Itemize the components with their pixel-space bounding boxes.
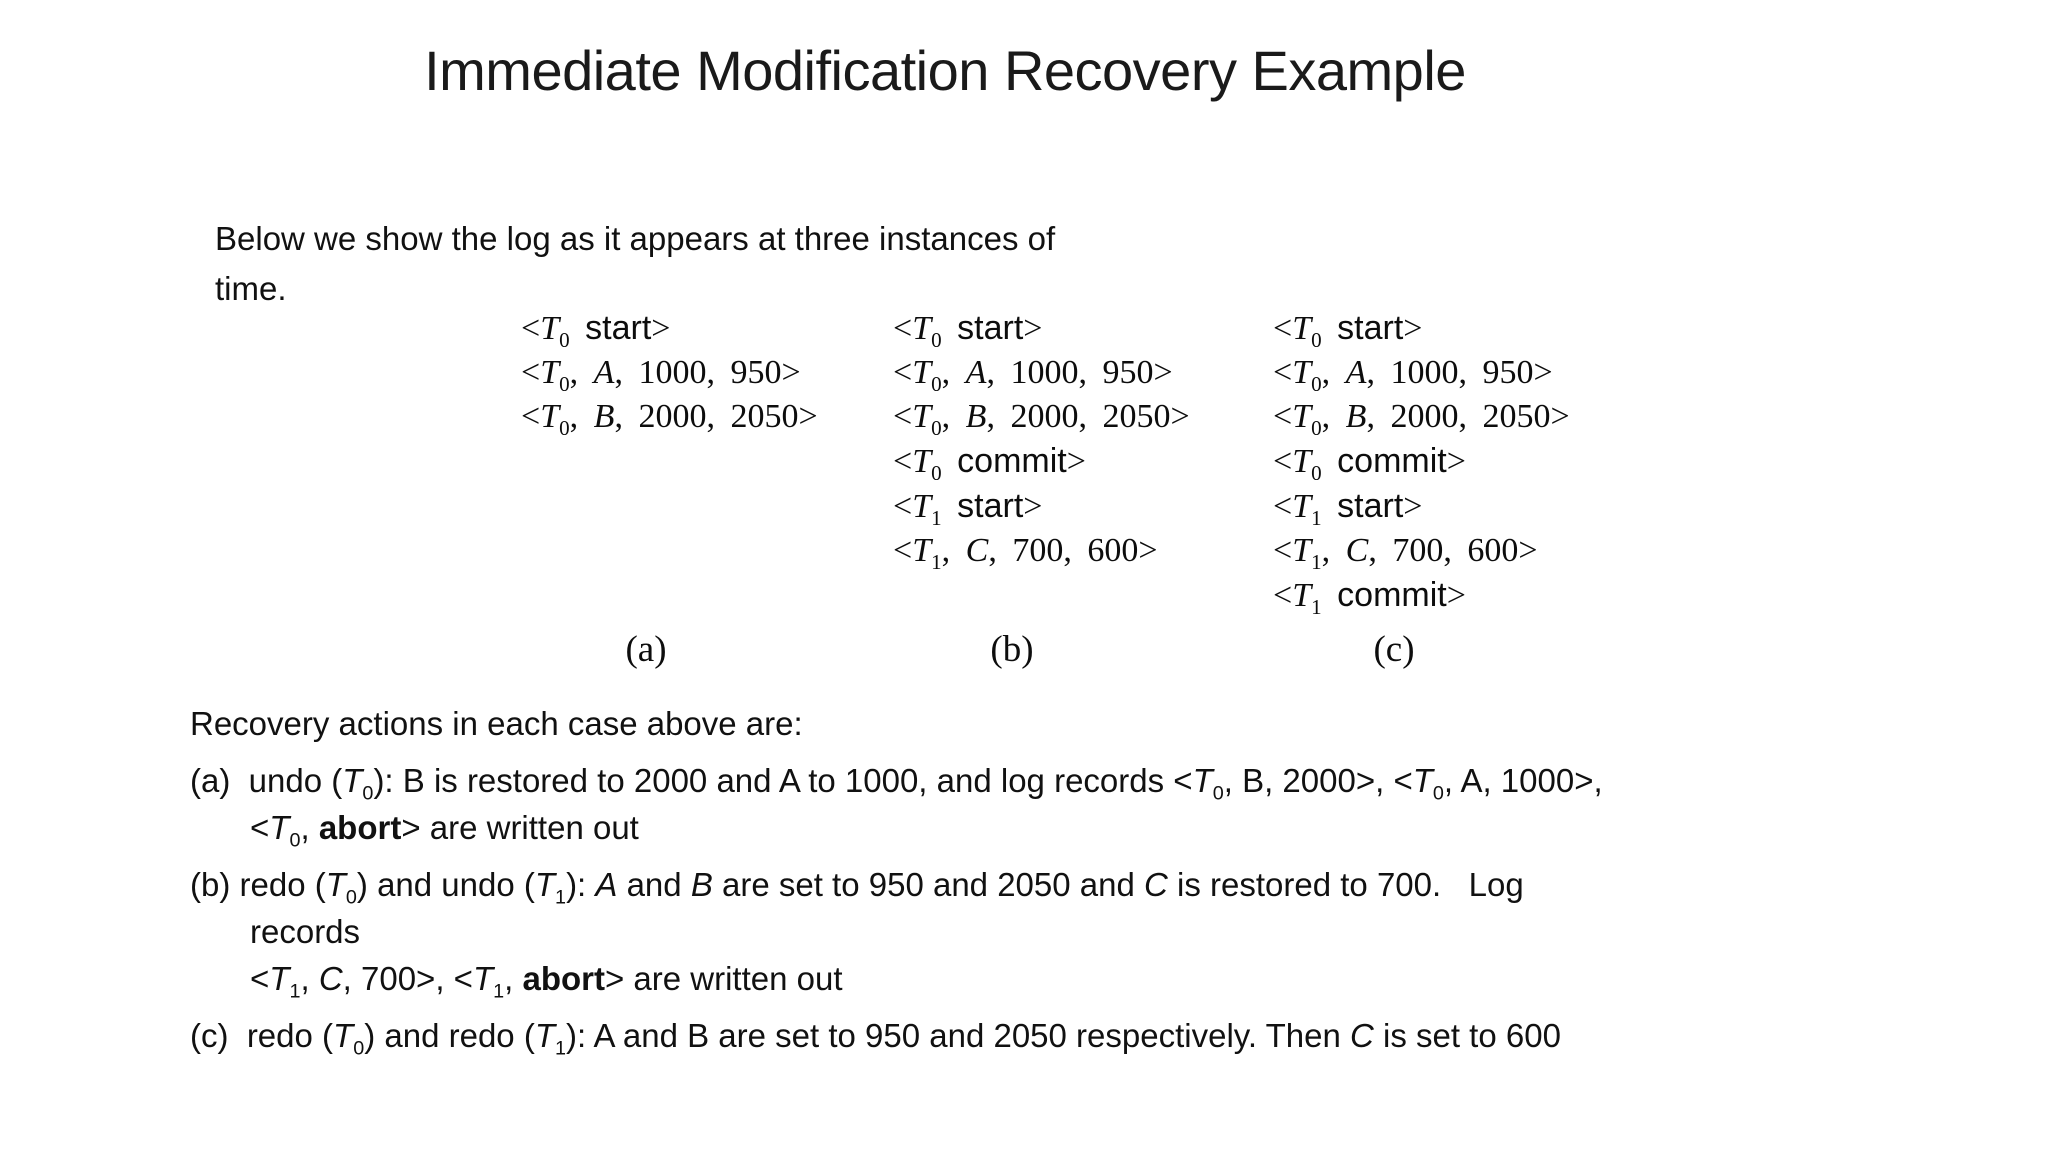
log-record: <T0 start>: [893, 309, 1043, 352]
recovery-line: (a) undo (T0): B is restored to 2000 and…: [190, 762, 1603, 805]
recovery-line: (b) redo (T0) and undo (T1): A and B are…: [190, 866, 1524, 909]
log-record: <T0, A, 1000, 950>: [521, 354, 801, 396]
page-title: Immediate Modification Recovery Example: [424, 39, 1466, 102]
recovery-item-b: (b) redo (T0) and undo (T1): A and B are…: [190, 861, 1950, 1002]
log-record: <T1 start>: [1273, 487, 1423, 530]
figure-label-b: (b): [990, 629, 1034, 670]
recovery-header: Recovery actions in each case above are:: [190, 705, 803, 742]
log-record: <T0, B, 2000, 2050>: [521, 398, 818, 440]
log-record: <T1 start>: [893, 487, 1043, 530]
recovery-item-c: (c) redo (T0) and redo (T1): A and B are…: [190, 1012, 1950, 1059]
recovery-section: Recovery actions in each case above are:…: [190, 700, 1950, 1059]
log-column-c: <T0 start><T0, A, 1000, 950><T0, B, 2000…: [1273, 306, 1570, 618]
log-record: <T0, A, 1000, 950>: [1273, 354, 1553, 396]
log-record: <T0, B, 2000, 2050>: [1273, 398, 1570, 440]
figure-label-c: (c): [1373, 629, 1415, 670]
recovery-line: (c) redo (T0) and redo (T1): A and B are…: [190, 1017, 1561, 1060]
recovery-item-a: (a) undo (T0): B is restored to 2000 and…: [190, 757, 1950, 851]
log-record: <T1 commit>: [1273, 576, 1466, 619]
log-record: <T1, C, 700, 600>: [893, 532, 1158, 574]
intro-line: Below we show the log as it appears at t…: [215, 220, 1056, 257]
intro-text: Below we show the log as it appears at t…: [215, 214, 1055, 314]
recovery-line: <T0, abort> are written out: [250, 809, 639, 852]
log-record: <T0 start>: [1273, 309, 1423, 352]
recovery-line: <T1, C, 700>, <T1, abort> are written ou…: [250, 960, 843, 1003]
log-record: <T0 commit>: [1273, 442, 1466, 485]
log-record: <T0 commit>: [893, 442, 1086, 485]
figure-label-a: (a): [625, 629, 667, 670]
log-record: <T1, C, 700, 600>: [1273, 532, 1538, 574]
log-record: <T0 start>: [521, 309, 671, 352]
log-column-a: <T0 start><T0, A, 1000, 950><T0, B, 2000…: [521, 306, 818, 439]
recovery-line: records: [250, 913, 361, 950]
log-record: <T0, B, 2000, 2050>: [893, 398, 1190, 440]
intro-line: time.: [215, 270, 287, 307]
log-record: <T0, A, 1000, 950>: [893, 354, 1173, 396]
log-column-b: <T0 start><T0, A, 1000, 950><T0, B, 2000…: [893, 306, 1190, 573]
